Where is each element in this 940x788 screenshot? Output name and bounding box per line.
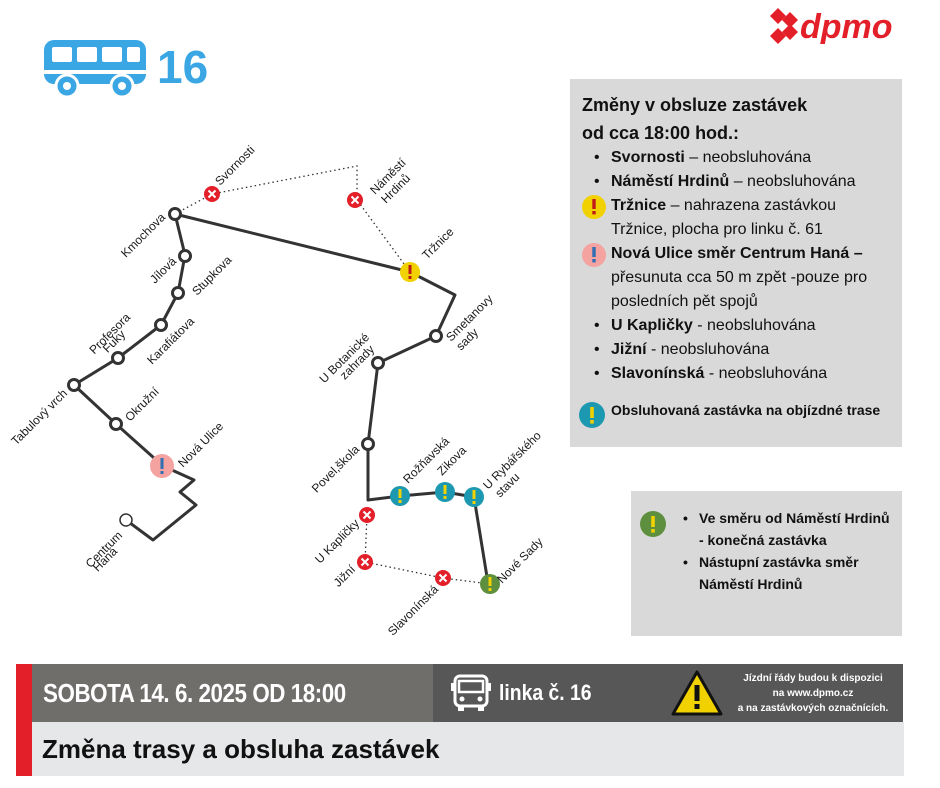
stop-povel-skola bbox=[361, 437, 375, 451]
info-item-trznice: Tržnice – nahrazena zastávkou Tržnice, p… bbox=[570, 194, 893, 242]
cancel-icon bbox=[347, 192, 363, 208]
info-title: Změny v obsluze zastávek od cca 18:00 ho… bbox=[582, 95, 808, 143]
pink-warning-icon bbox=[582, 243, 606, 267]
yellow-warning-icon bbox=[582, 195, 606, 219]
label-stupkova: Stupkova bbox=[189, 253, 235, 299]
note-list: •Ve směru od Náměstí Hrdinů - konečná za… bbox=[679, 507, 894, 595]
stop-smetanovy-sady bbox=[429, 329, 443, 343]
cancel-icon bbox=[435, 570, 451, 586]
cancel-icon bbox=[204, 186, 220, 202]
label-svornosti: Svornosti bbox=[212, 143, 257, 188]
nova-ulice-warning-icon bbox=[150, 454, 174, 478]
info-item-slavoninska: •Slavonínská - neobsluhována bbox=[594, 365, 828, 382]
label-nova-ulice: Nová Ulice bbox=[175, 419, 226, 470]
stop-u-botanicke-zahrady bbox=[371, 356, 385, 370]
stop-kmochova bbox=[168, 207, 182, 221]
info-item-u-kaplicky: •U Kapličky - neobsluhována bbox=[594, 317, 816, 334]
terminal-note-panel: •Ve směru od Náměstí Hrdinů - konečná za… bbox=[631, 491, 902, 636]
label-nove-sady: Nové Sady bbox=[494, 535, 545, 586]
stop-centrum-hana bbox=[119, 513, 133, 527]
warning-triangle-icon bbox=[671, 670, 723, 716]
stop-jilova bbox=[178, 249, 192, 263]
detour-stop-icon bbox=[435, 482, 455, 502]
note-item: •Ve směru od Náměstí Hrdinů - konečná za… bbox=[683, 510, 890, 548]
label-trznice: Tržnice bbox=[419, 224, 457, 262]
banner-line: linka č. 16 Jízdní řády budou k dispozic… bbox=[433, 664, 903, 722]
info-item-nova-ulice: Nová Ulice směr Centrum Haná – přesunuta… bbox=[570, 242, 893, 314]
cancelled-stop-markers bbox=[204, 186, 451, 586]
line-number: 16 bbox=[157, 41, 209, 93]
banner-accent bbox=[16, 664, 32, 776]
stop-labels: Svornosti Náměstí Hrdinů Kmochova Jílová… bbox=[8, 143, 545, 639]
logo-text: dpmo bbox=[800, 8, 893, 44]
green-terminal-icon bbox=[640, 511, 666, 537]
detour-stop-icon bbox=[390, 486, 410, 506]
line-label: linka č. 16 bbox=[499, 680, 592, 705]
teal-detour-icon bbox=[579, 402, 605, 428]
route-map: Svornosti Náměstí Hrdinů Kmochova Jílová… bbox=[8, 40, 546, 639]
service-changes-panel: Změny v obsluze zastávek od cca 18:00 ho… bbox=[570, 79, 902, 447]
label-tabulovy-vrch: Tabulový vrch bbox=[8, 386, 70, 448]
label-jilova: Jílová bbox=[147, 254, 179, 286]
terminal-stop-icon bbox=[480, 574, 500, 594]
info-item-namesti-hrdinu: •Náměstí Hrdinů – neobsluhována bbox=[594, 173, 856, 190]
detour-stop-icon bbox=[464, 487, 484, 507]
stop-karafiatova bbox=[154, 318, 168, 332]
bus-front-icon bbox=[451, 674, 491, 711]
timetable-notice: Jízdní řády budou k dispozici na www.dpm… bbox=[737, 673, 889, 714]
info-item-jizni: •Jižní - neobsluhována bbox=[594, 341, 770, 358]
info-item-svornosti: •Svornosti – neobsluhována bbox=[594, 149, 812, 166]
label-u-kaplicky: U Kapličky bbox=[312, 516, 362, 566]
label-slavoninska: Slavonínská bbox=[385, 582, 441, 638]
note-item: •Nástupní zastávka směr Náměstí Hrdinů bbox=[683, 554, 859, 592]
stop-markers bbox=[67, 207, 443, 451]
stop-okruzni bbox=[109, 417, 123, 431]
stop-profesora-fuky bbox=[111, 351, 125, 365]
stop-tabulovy-vrch bbox=[67, 378, 81, 392]
label-karafiatova: Karafiátova bbox=[144, 314, 197, 367]
label-kmochova: Kmochova bbox=[118, 210, 168, 260]
banner-date: SOBOTA 14. 6. 2025 OD 18:00 bbox=[32, 664, 433, 722]
trznice-warning-icon bbox=[400, 262, 420, 282]
cancel-icon bbox=[357, 554, 373, 570]
main-route bbox=[72, 212, 490, 584]
label-okruzni: Okružní bbox=[122, 384, 162, 424]
label-povel-skola: Povel,škola bbox=[309, 442, 363, 496]
stop-stupkova bbox=[171, 286, 185, 300]
legend-text: Obsluhovaná zastávka na objízdné trase bbox=[611, 402, 881, 418]
cancelled-route bbox=[174, 165, 491, 585]
info-list: •Svornosti – neobsluhována •Náměstí Hrdi… bbox=[570, 146, 902, 386]
bus-icon bbox=[44, 40, 146, 99]
cancel-icon bbox=[359, 507, 375, 523]
dpmo-logo: dpmo bbox=[770, 8, 893, 44]
banner-title: Změna trasy a obsluha zastávek bbox=[32, 722, 904, 776]
changed-stop-markers bbox=[150, 262, 500, 594]
label-jizni: Jižní bbox=[331, 562, 359, 590]
